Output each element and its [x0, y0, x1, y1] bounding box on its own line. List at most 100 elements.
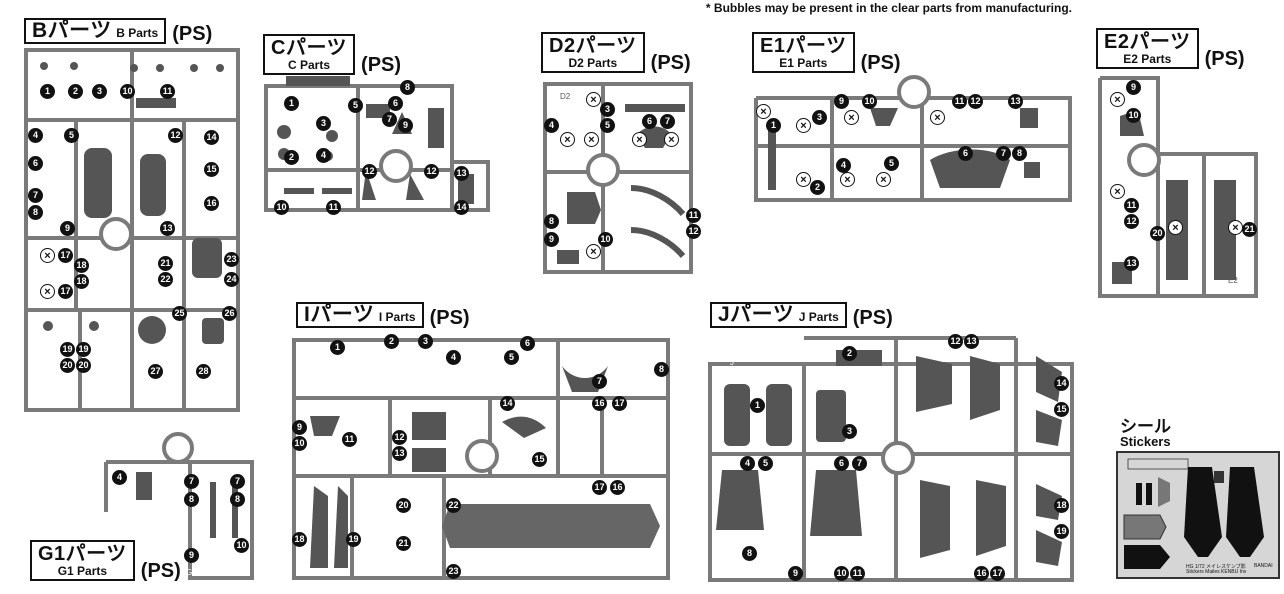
header-d2-en: D2 Parts — [568, 56, 618, 70]
part-number: 19 — [346, 532, 361, 547]
part-number: 17 — [58, 284, 73, 299]
part-number: 6 — [28, 156, 43, 171]
x-mark: × — [586, 92, 601, 107]
part-number: 7 — [184, 474, 199, 489]
header-g1-ps: (PS) — [140, 560, 181, 582]
part-number: 15 — [204, 162, 219, 177]
part-number: 17 — [58, 248, 73, 263]
header-b-en: B Parts — [116, 26, 159, 40]
part-number: 9 — [398, 118, 413, 133]
part-number: 14 — [1054, 376, 1069, 391]
part-number: 20 — [1150, 226, 1165, 241]
part-number: 10 — [274, 200, 289, 215]
part-number: 7 — [230, 474, 245, 489]
sticker-brand: BANDAI — [1254, 563, 1273, 569]
part-number: 20 — [60, 358, 75, 373]
part-number: 18 — [292, 532, 307, 547]
part-number: 20 — [396, 498, 411, 513]
part-number: 2 — [284, 150, 299, 165]
part-number: 17 — [592, 480, 607, 495]
part-number: 10 — [598, 232, 613, 247]
x-mark: × — [664, 132, 679, 147]
part-number: 22 — [446, 498, 461, 513]
part-number: 16 — [610, 480, 625, 495]
part-number: 3 — [316, 116, 331, 131]
part-number: 16 — [974, 566, 989, 581]
x-mark: × — [1110, 184, 1125, 199]
part-number: 9 — [544, 232, 559, 247]
part-number: 4 — [740, 456, 755, 471]
part-number: 5 — [758, 456, 773, 471]
x-mark: × — [930, 110, 945, 125]
part-number: 20 — [76, 358, 91, 373]
header-e2-ps: (PS) — [1204, 48, 1245, 70]
runner-d2-tag: D2 — [560, 92, 571, 101]
bubbles-note: * Bubbles may be present in the clear pa… — [705, 1, 1072, 15]
part-number: 4 — [316, 148, 331, 163]
header-e1-en: E1 Parts — [779, 56, 828, 70]
part-number: 6 — [520, 336, 535, 351]
part-number: 12 — [1124, 214, 1139, 229]
header-i-ps: (PS) — [429, 307, 470, 329]
header-b-box: Bパーツ B Parts — [24, 18, 167, 44]
part-number: 8 — [230, 492, 245, 507]
header-e1-jp: E1パーツ — [760, 35, 847, 57]
part-number: 4 — [112, 470, 127, 485]
header-e1-ps: (PS) — [860, 52, 901, 74]
x-mark: × — [796, 118, 811, 133]
part-number: 8 — [654, 362, 669, 377]
part-number: 5 — [884, 156, 899, 171]
part-number: 9 — [788, 566, 803, 581]
part-number: 6 — [388, 96, 403, 111]
runner-e2-tag: E2 — [1228, 276, 1238, 285]
part-number: 19 — [1054, 524, 1069, 539]
part-number: 5 — [64, 128, 79, 143]
part-number: 5 — [348, 98, 363, 113]
part-number: 2 — [384, 334, 399, 349]
part-number: 12 — [168, 128, 183, 143]
part-number: 8 — [400, 80, 415, 95]
sticker-sheet-art — [1123, 458, 1264, 569]
header-c-ps: (PS) — [361, 54, 402, 76]
part-number: 7 — [660, 114, 675, 129]
header-c-en: C Parts — [288, 58, 331, 72]
part-number: 3 — [418, 334, 433, 349]
part-number: 18 — [74, 274, 89, 289]
header-i-jp: Iパーツ — [304, 303, 375, 326]
part-number: 1 — [330, 340, 345, 355]
part-number: 10 — [862, 94, 877, 109]
part-number: 1 — [284, 96, 299, 111]
x-mark: × — [876, 172, 891, 187]
x-mark: × — [796, 172, 811, 187]
x-mark: × — [844, 110, 859, 125]
part-number: 17 — [612, 396, 627, 411]
part-number: 13 — [454, 166, 469, 181]
runner-j-tag: J — [730, 358, 734, 367]
part-number: 3 — [842, 424, 857, 439]
x-mark: × — [1110, 92, 1125, 107]
part-number: 12 — [686, 224, 701, 239]
header-j: Jパーツ J Parts (PS) — [710, 302, 893, 328]
part-number: 8 — [742, 546, 757, 561]
stickers-title-en: Stickers — [1120, 434, 1171, 449]
part-number: 4 — [836, 158, 851, 173]
part-number: 7 — [382, 112, 397, 127]
part-number: 12 — [968, 94, 983, 109]
part-number: 12 — [392, 430, 407, 445]
part-number: 11 — [326, 200, 341, 215]
part-number: 11 — [1124, 198, 1139, 213]
part-number: 5 — [504, 350, 519, 365]
part-number: 6 — [834, 456, 849, 471]
part-number: 27 — [148, 364, 163, 379]
part-number: 13 — [1008, 94, 1023, 109]
x-mark: × — [40, 248, 55, 263]
part-number: 14 — [204, 130, 219, 145]
part-number: 1 — [750, 398, 765, 413]
